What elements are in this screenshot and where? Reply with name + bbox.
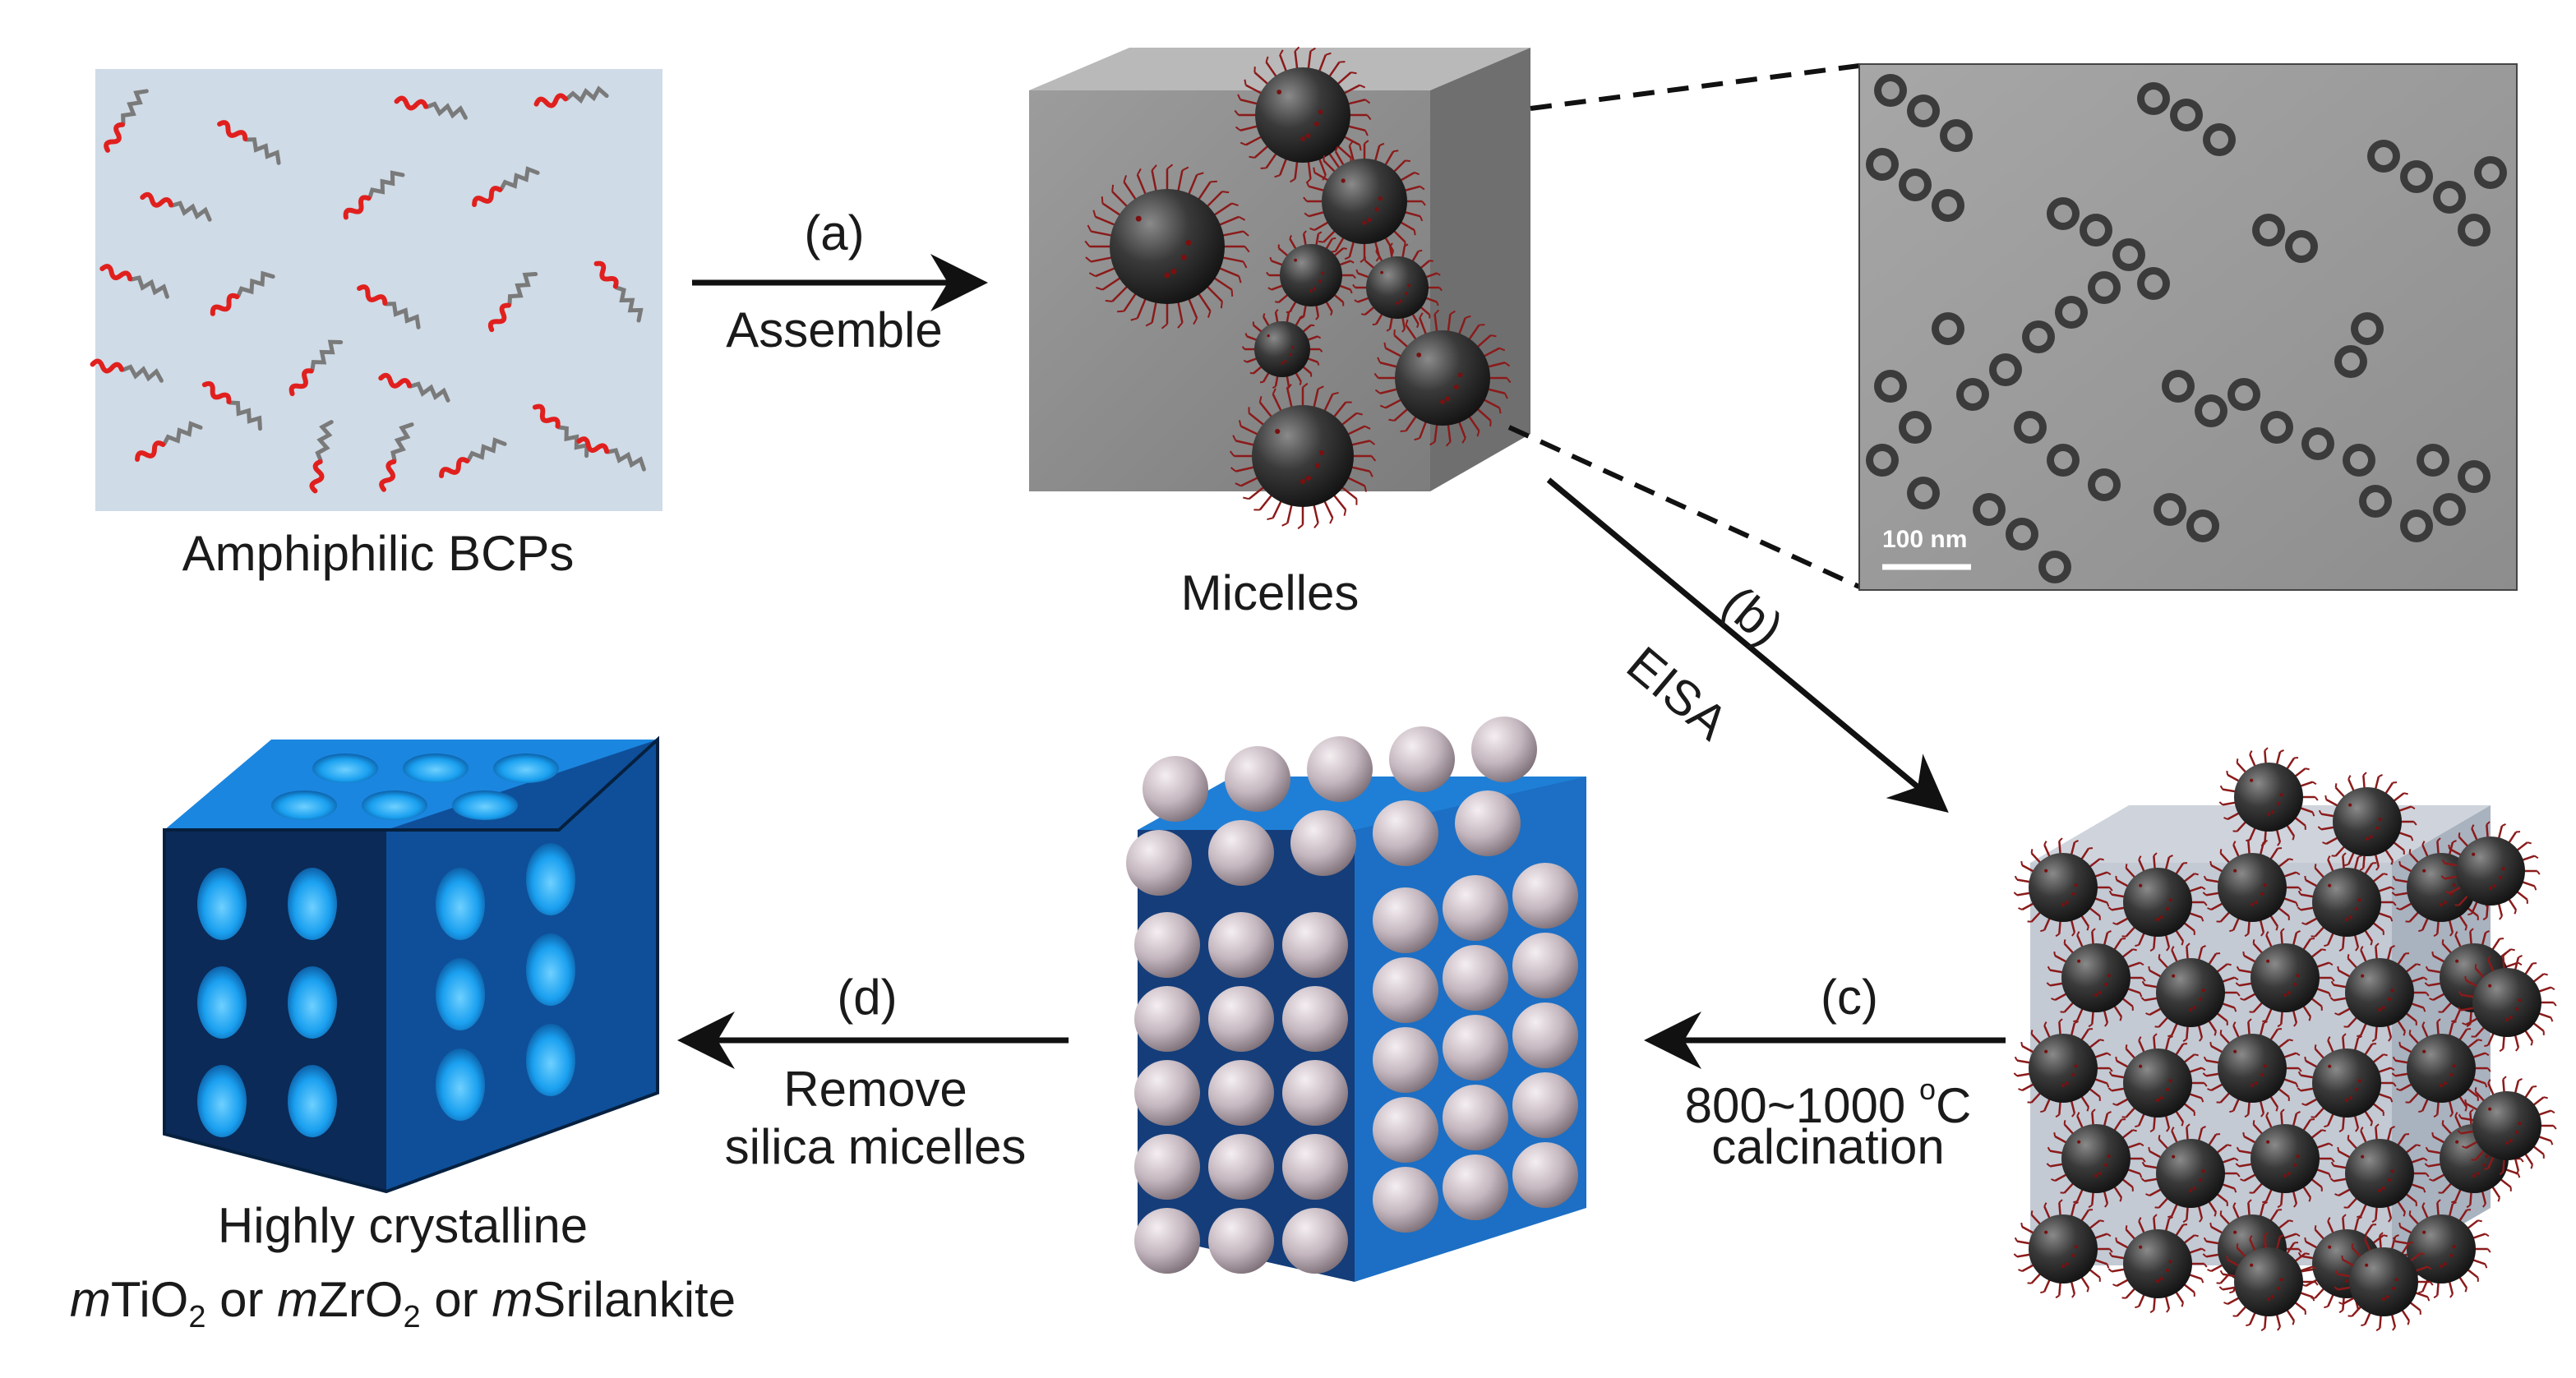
silica-sphere <box>1455 790 1521 856</box>
bcp-label: Amphiphilic BCPs <box>182 526 575 582</box>
silica-sphere <box>1208 1134 1274 1200</box>
silica-sphere <box>1208 820 1274 886</box>
step-a-label: (a) <box>804 205 864 261</box>
silica-sphere <box>1126 830 1192 896</box>
pore <box>288 1065 337 1137</box>
silica-sphere <box>1443 1154 1508 1220</box>
silica-sphere <box>1373 800 1438 866</box>
or-1: or <box>205 1272 277 1327</box>
pore <box>436 1048 485 1121</box>
silica-sphere <box>1282 1208 1348 1274</box>
silica-sphere <box>1373 1167 1438 1233</box>
tio2: TiO <box>111 1272 188 1327</box>
silica-sphere <box>1282 912 1348 978</box>
pore <box>436 958 485 1030</box>
silica-sphere <box>1208 986 1274 1052</box>
silica-sphere <box>1443 1015 1508 1081</box>
zro2: ZrO <box>318 1272 403 1327</box>
step-d-label: (d) <box>837 970 897 1025</box>
pore <box>271 790 337 820</box>
step-d-text-2: silica micelles <box>725 1119 1027 1175</box>
pore <box>197 1065 247 1137</box>
silica-sphere <box>1134 1134 1200 1200</box>
silica-sphere <box>1512 863 1578 929</box>
zoom-line-top <box>1530 66 1859 108</box>
step-c-text: calcination <box>1711 1119 1945 1175</box>
pore <box>403 754 469 783</box>
silica-sphere <box>1134 1208 1200 1274</box>
pore <box>493 754 559 783</box>
silica-sphere <box>1373 957 1438 1023</box>
pore <box>288 868 337 940</box>
silica-sphere <box>1282 986 1348 1052</box>
silica-sphere <box>1373 1097 1438 1163</box>
srilankite: Srilankite <box>533 1272 736 1327</box>
silica-sphere <box>1373 1027 1438 1093</box>
step-c-label: (c) <box>1821 970 1878 1025</box>
scale-bar-label: 100 nm <box>1882 526 1967 554</box>
pore <box>197 966 247 1039</box>
step-d-text-1: Remove <box>783 1062 967 1118</box>
tem-image <box>1859 64 2517 590</box>
silica-sphere <box>1143 756 1208 822</box>
step-a-text: Assemble <box>726 302 942 358</box>
silica-sphere <box>1512 1142 1578 1208</box>
silica-sphere <box>1290 810 1356 876</box>
silica-sphere <box>1225 746 1290 812</box>
silica-sphere <box>1512 1072 1578 1138</box>
pore <box>197 868 247 940</box>
pore <box>452 790 518 820</box>
silica-sphere <box>1282 1060 1348 1126</box>
silica-sphere <box>1208 1060 1274 1126</box>
silica-sphere <box>1512 1002 1578 1068</box>
sub-2: 2 <box>403 1300 420 1334</box>
pore <box>436 868 485 940</box>
pore <box>526 933 575 1006</box>
product-label-1: Highly crystalline <box>218 1198 588 1254</box>
silica-sphere <box>1134 912 1200 978</box>
pore <box>526 843 575 915</box>
or-2: or <box>421 1272 492 1327</box>
silica-sphere <box>1208 1208 1274 1274</box>
m-prefix: m <box>277 1272 318 1327</box>
micelles-label: Micelles <box>1181 565 1360 621</box>
silica-sphere <box>1443 1085 1508 1150</box>
product-label-2: mTiO2 or mZrO2 or mSrilankite <box>70 1272 736 1345</box>
silica-sphere <box>1208 912 1274 978</box>
silica-sphere <box>1134 986 1200 1052</box>
degree-mark: o <box>1919 1072 1936 1106</box>
silica-sphere <box>1389 726 1455 792</box>
silica-sphere <box>1471 717 1537 782</box>
silica-sphere <box>1307 736 1373 802</box>
silica-sphere <box>1134 1060 1200 1126</box>
m-prefix: m <box>492 1272 533 1327</box>
m-prefix: m <box>70 1272 111 1327</box>
silica-sphere <box>1443 945 1508 1011</box>
sub-2: 2 <box>188 1300 205 1334</box>
silica-sphere <box>1512 933 1578 998</box>
pore <box>312 754 378 783</box>
zoom-line-bottom <box>1509 427 1859 587</box>
silica-sphere <box>1373 887 1438 953</box>
pore <box>288 966 337 1039</box>
pore <box>362 790 427 820</box>
pore <box>526 1024 575 1096</box>
silica-sphere <box>1282 1134 1348 1200</box>
silica-sphere <box>1443 875 1508 941</box>
